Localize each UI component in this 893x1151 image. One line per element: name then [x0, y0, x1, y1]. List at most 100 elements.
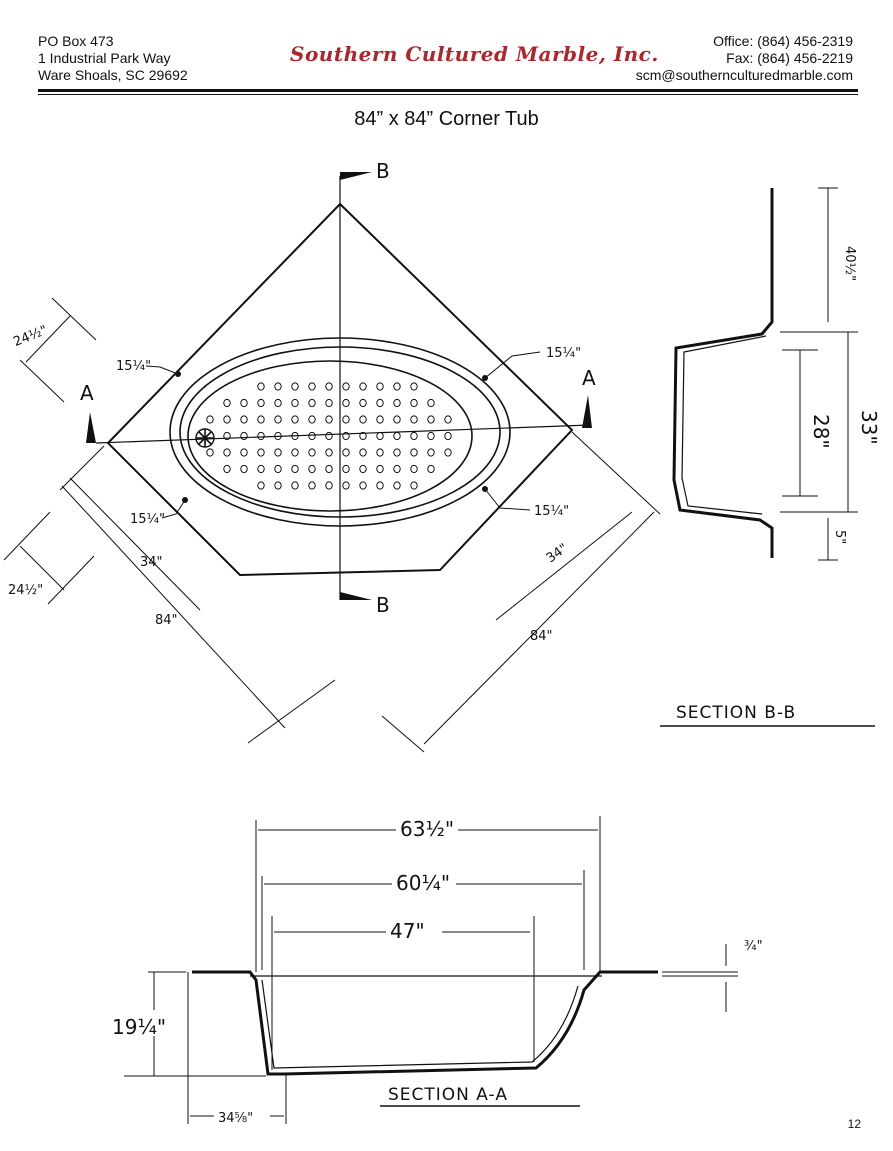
leader-ll	[161, 499, 186, 519]
ext-line	[59, 445, 105, 491]
anti-slip-dot	[376, 398, 384, 408]
dim-corner-lr: 15¼"	[534, 504, 569, 519]
header-rule	[38, 89, 858, 92]
dim-deck: 40½"	[842, 246, 857, 281]
anti-slip-dot	[325, 481, 333, 490]
section-b-flag-bottom	[340, 592, 372, 600]
dim-overall-aa: 63½"	[400, 817, 454, 841]
ext-line	[571, 431, 661, 515]
anti-slip-dot	[427, 448, 435, 457]
section-bb-inner	[681, 335, 767, 515]
fax-number: Fax: (864) 456-2219	[726, 50, 853, 66]
anti-slip-dot	[376, 481, 384, 490]
section-a-flag-right	[582, 395, 592, 428]
anti-slip-dot	[410, 481, 418, 490]
anti-slip-dot	[427, 398, 435, 408]
anti-slip-dot	[359, 481, 367, 490]
leader-lr	[484, 488, 531, 511]
dim-corner-ll: 15¼"	[130, 512, 165, 527]
anti-slip-dot	[342, 464, 350, 474]
anti-slip-dot	[359, 464, 367, 474]
anti-slip-dot	[291, 398, 299, 408]
tub-floor	[187, 360, 473, 512]
anti-slip-dot	[359, 448, 367, 457]
email-address: scm@southernculturedmarble.com	[635, 67, 853, 83]
anti-slip-dot	[410, 464, 418, 474]
dim-line-34-left	[69, 477, 201, 611]
section-aa-profile	[192, 970, 658, 1076]
dim-floor: 47"	[390, 919, 425, 943]
ext-line	[19, 359, 65, 403]
dim-offset-aa: 34⅝"	[218, 1111, 253, 1126]
anti-slip-dot	[427, 464, 435, 474]
anti-slip-dot	[308, 464, 316, 474]
anti-slip-dot	[308, 481, 316, 490]
page-title: 84” x 84” Corner Tub	[354, 108, 539, 130]
anti-slip-dot	[325, 431, 333, 441]
ext-line	[3, 511, 51, 561]
dim-overall-right: 84"	[530, 629, 553, 644]
anti-slip-dot	[291, 382, 299, 391]
leader-ur	[484, 351, 541, 379]
anti-slip-dot	[342, 382, 350, 391]
anti-slip-dot	[393, 431, 401, 441]
section-aa-view: 63½" 60¼" 47" ¾" 19¼" 34⅝" SECTION A-A	[110, 814, 763, 1126]
anti-slip-dot	[325, 448, 333, 457]
anti-slip-dot	[376, 415, 384, 424]
section-a-flag-left	[86, 412, 96, 443]
address-line: PO Box 473	[38, 33, 114, 49]
anti-slip-dot	[274, 464, 282, 474]
anti-slip-dot	[342, 415, 350, 424]
anti-slip-dot	[291, 481, 299, 490]
dim-side-right: 34"	[544, 541, 571, 566]
anti-slip-dot	[274, 481, 282, 490]
anti-slip-dot	[308, 431, 316, 441]
anti-slip-dot	[359, 415, 367, 424]
page-number: 12	[847, 1117, 861, 1131]
anti-slip-dot	[291, 415, 299, 424]
anti-slip-dot	[376, 448, 384, 457]
plan-view: B B A A 15¼" 15¼" 15¼"	[3, 159, 661, 753]
drain-icon	[195, 428, 215, 448]
anti-slip-dot	[274, 415, 282, 424]
dim-line	[25, 315, 71, 363]
anti-slip-dot	[393, 382, 401, 391]
dim-rim: ¾"	[744, 939, 763, 954]
anti-slip-dot	[223, 464, 231, 474]
anti-slip-dot	[325, 464, 333, 474]
anti-slip-dot	[376, 431, 384, 441]
anti-slip-dot	[325, 382, 333, 391]
section-bb-profile	[672, 188, 774, 558]
section-a-marker-left: A	[80, 381, 94, 405]
anti-slip-dot	[342, 481, 350, 490]
anti-slip-dot	[410, 382, 418, 391]
dim-inner-bb: 28"	[809, 414, 833, 449]
anti-slip-dot	[325, 398, 333, 408]
anti-slip-dot	[274, 448, 282, 457]
dim-line	[19, 545, 65, 591]
anti-slip-dot	[206, 448, 214, 457]
anti-slip-dots	[206, 382, 452, 490]
anti-slip-dot	[393, 481, 401, 490]
anti-slip-dot	[410, 398, 418, 408]
anti-slip-dot	[240, 431, 248, 441]
anti-slip-dot	[342, 448, 350, 457]
anti-slip-dot	[257, 431, 265, 441]
dim-depth: 19¼"	[112, 1015, 166, 1039]
dim-line-84-right	[423, 511, 655, 745]
anti-slip-dot	[257, 464, 265, 474]
anti-slip-dot	[376, 382, 384, 391]
section-b-marker-top: B	[376, 159, 390, 183]
anti-slip-dot	[291, 464, 299, 474]
dim-offset-upper-left: 24½"	[11, 323, 49, 350]
anti-slip-dot	[359, 431, 367, 441]
dim-height: 33"	[857, 410, 881, 445]
dim-inner-aa: 60¼"	[396, 871, 450, 895]
address-line: Ware Shoals, SC 29692	[38, 67, 188, 83]
anti-slip-dot	[444, 415, 452, 424]
dim-corner-ur: 15¼"	[546, 346, 581, 361]
anti-slip-dot	[410, 448, 418, 457]
anti-slip-dot	[291, 448, 299, 457]
dim-offset-lower-left: 24½"	[8, 583, 43, 598]
